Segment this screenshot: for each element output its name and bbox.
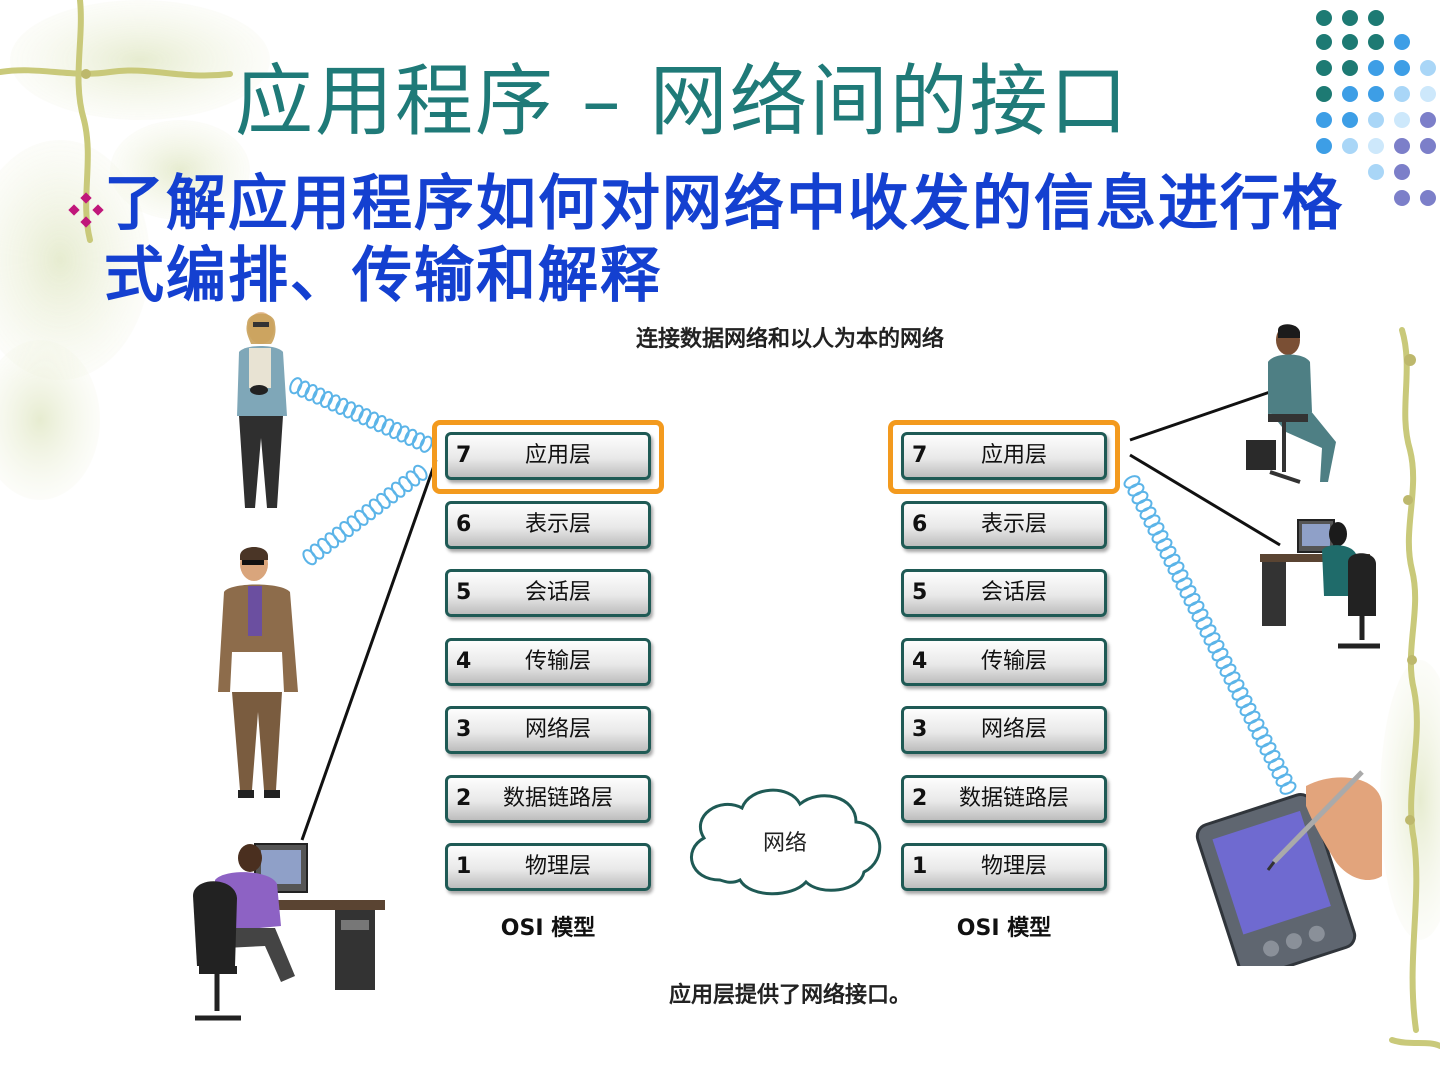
right-osi-label: OSI 模型: [956, 916, 1052, 941]
layer-number: 3: [912, 717, 928, 742]
layer-number: 2: [456, 785, 472, 811]
layer-name: 网络层: [980, 717, 1047, 742]
layer-number: 1: [912, 854, 928, 879]
right-osi-layer-6: 6 表示层: [901, 500, 1107, 549]
layer-name: 应用层: [524, 443, 591, 468]
layer-number: 2: [912, 785, 928, 811]
left-osi-layer-4: 4 传输层: [445, 637, 651, 686]
woman-seated-figure: [1246, 324, 1336, 484]
pda-hand-figure: [1195, 770, 1382, 966]
highlight-left-application: [432, 420, 664, 494]
left-osi-layer-7: 7 应用层: [445, 432, 651, 480]
left-osi-label: OSI 模型: [500, 916, 596, 941]
dot-grid-decoration: [1316, 10, 1436, 206]
wireless-signal-woman: [289, 377, 433, 453]
layer-name: 数据链路层: [502, 785, 613, 811]
left-osi-layer-6: 6 表示层: [445, 500, 651, 549]
layer-name: 网络层: [524, 717, 591, 742]
left-osi-layer-1: 1 物理层: [445, 843, 651, 891]
right-osi-layer-4: 4 传输层: [901, 637, 1107, 686]
right-osi-layer-7: 7 应用层: [901, 432, 1107, 480]
layer-number: 7: [456, 443, 472, 468]
layer-number: 7: [912, 443, 928, 468]
bullet-text: 了解应用程序如何对网络中收发的信息进行格式编排、传输和解释: [104, 169, 1344, 311]
right-osi-layer-3: 3 网络层: [901, 706, 1107, 754]
bullet-diamond-icon: [68, 192, 104, 228]
layer-name: 应用层: [980, 443, 1047, 468]
cloud-label: 网络: [762, 831, 807, 856]
highlight-right-application: [888, 420, 1120, 494]
slide-title: 应用程序 – 网络间的接口: [235, 57, 1130, 147]
layer-number: 5: [456, 580, 472, 605]
layer-number: 4: [456, 648, 472, 674]
layer-name: 传输层: [980, 648, 1047, 674]
wireless-signal-pda: [1123, 475, 1297, 795]
diagram-top-caption: 连接数据网络和以人为本的网络: [635, 327, 944, 352]
layer-name: 会话层: [524, 580, 591, 605]
layer-name: 物理层: [524, 854, 591, 879]
right-osi-layer-1: 1 物理层: [901, 843, 1107, 891]
layer-number: 6: [912, 511, 928, 537]
layer-number: 6: [456, 511, 472, 537]
man-phone-figure: [218, 547, 298, 798]
wireless-signal-man: [302, 464, 428, 566]
layer-number: 3: [456, 717, 472, 742]
diagram-bottom-caption: 应用层提供了网络接口。: [668, 983, 911, 1008]
left-osi-layer-2: 2 数据链路层: [445, 774, 651, 823]
woman-computer-figure: [1260, 519, 1380, 649]
right-osi-layer-5: 5 会话层: [901, 569, 1107, 617]
layer-name: 传输层: [524, 648, 591, 674]
woman-phone-figure: [237, 312, 287, 508]
layer-number: 5: [912, 580, 928, 605]
layer-name: 物理层: [980, 854, 1047, 879]
layer-name: 表示层: [980, 511, 1047, 537]
layer-number: 4: [912, 648, 928, 674]
left-osi-layer-3: 3 网络层: [445, 706, 651, 754]
network-cloud: [689, 788, 882, 896]
man-computer-figure: [193, 843, 385, 1021]
layer-name: 会话层: [980, 580, 1047, 605]
layer-name: 表示层: [524, 511, 591, 537]
left-osi-layer-5: 5 会话层: [445, 569, 651, 617]
layer-number: 1: [456, 854, 472, 879]
right-osi-layer-2: 2 数据链路层: [901, 774, 1107, 823]
layer-name: 数据链路层: [958, 785, 1069, 811]
